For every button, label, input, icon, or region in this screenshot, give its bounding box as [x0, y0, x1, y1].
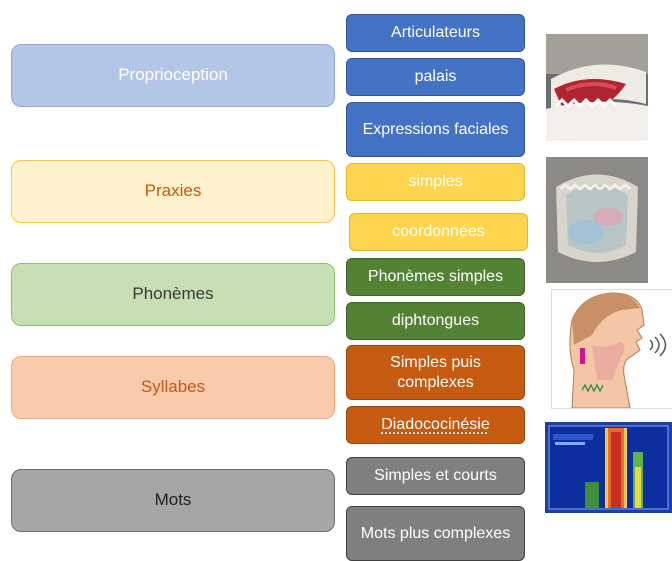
diadococinesie-label: Diadococinésie [381, 416, 490, 434]
subitem-diphtongues: diphtongues [346, 302, 525, 340]
category-praxies: Praxies [11, 160, 335, 223]
subitem-coordonnees: coordonnées [349, 213, 528, 251]
subitem-diadococinesie: Diadococinésie [346, 406, 525, 444]
subitem-palais: palais [346, 58, 525, 96]
subitem-simples-puis-complexes: Simples puis complexes [346, 345, 525, 400]
category-proprioception: Proprioception [11, 44, 335, 107]
subitem-praxies-simples: simples [346, 163, 525, 201]
vocal-tract-illustration [551, 289, 672, 409]
dental-model-photo [546, 34, 648, 141]
palate-plate-photo [546, 157, 648, 283]
subitem-mots-plus-complexes: Mots plus complexes [346, 506, 525, 561]
category-phonemes: Phonèmes [11, 263, 335, 326]
category-mots: Mots [11, 469, 335, 532]
category-syllabes: Syllabes [11, 356, 335, 419]
subitem-simples-et-courts: Simples et courts [346, 457, 525, 495]
spectrogram-image [545, 422, 672, 513]
subitem-phonemes-simples: Phonèmes simples [346, 258, 525, 296]
subitem-expressions-faciales: Expressions faciales [346, 102, 525, 157]
subitem-articulateurs: Articulateurs [346, 14, 525, 52]
